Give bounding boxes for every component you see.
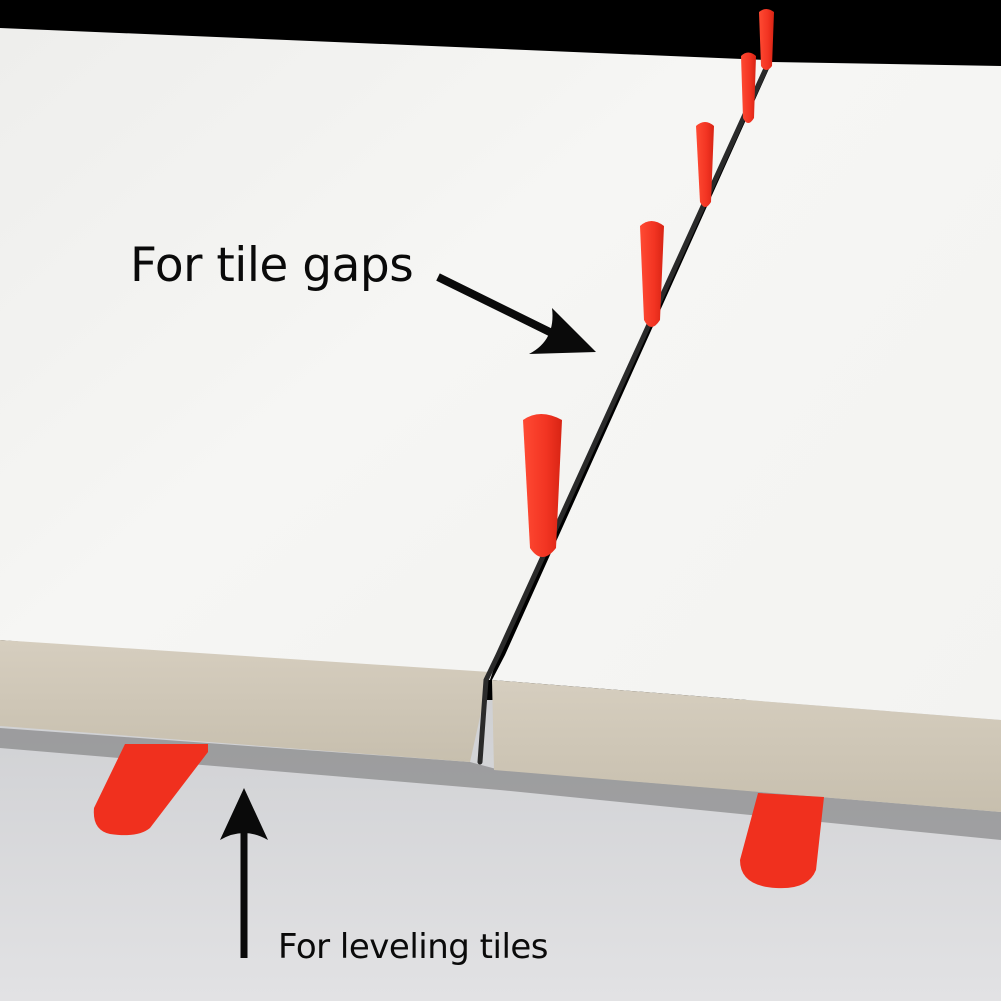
arrow-to-leveling-icon — [220, 788, 268, 958]
right-tile-edge — [492, 680, 1001, 812]
leveling-tiles-label: For leveling tiles — [278, 927, 549, 967]
spacer-upright-3 — [696, 122, 714, 207]
spacer-upright-4 — [640, 221, 664, 327]
spacer-upright-1 — [759, 9, 774, 70]
spacer-base-tab-left — [93, 744, 208, 836]
right-tile-surface — [492, 62, 1001, 720]
upright-spacers — [523, 9, 774, 557]
spacer-base-tab-right — [740, 793, 824, 889]
spacer-upright-5 — [523, 414, 562, 557]
tile-gap — [477, 61, 771, 765]
left-tile-edge — [0, 640, 490, 762]
tile-gaps-label: For tile gaps — [130, 238, 414, 293]
leveling-base-tabs — [93, 744, 824, 889]
spacer-upright-2 — [741, 52, 756, 123]
arrow-to-gaps-icon — [436, 273, 596, 354]
left-tile-surface — [0, 28, 765, 680]
tile-shadow — [0, 728, 1001, 840]
